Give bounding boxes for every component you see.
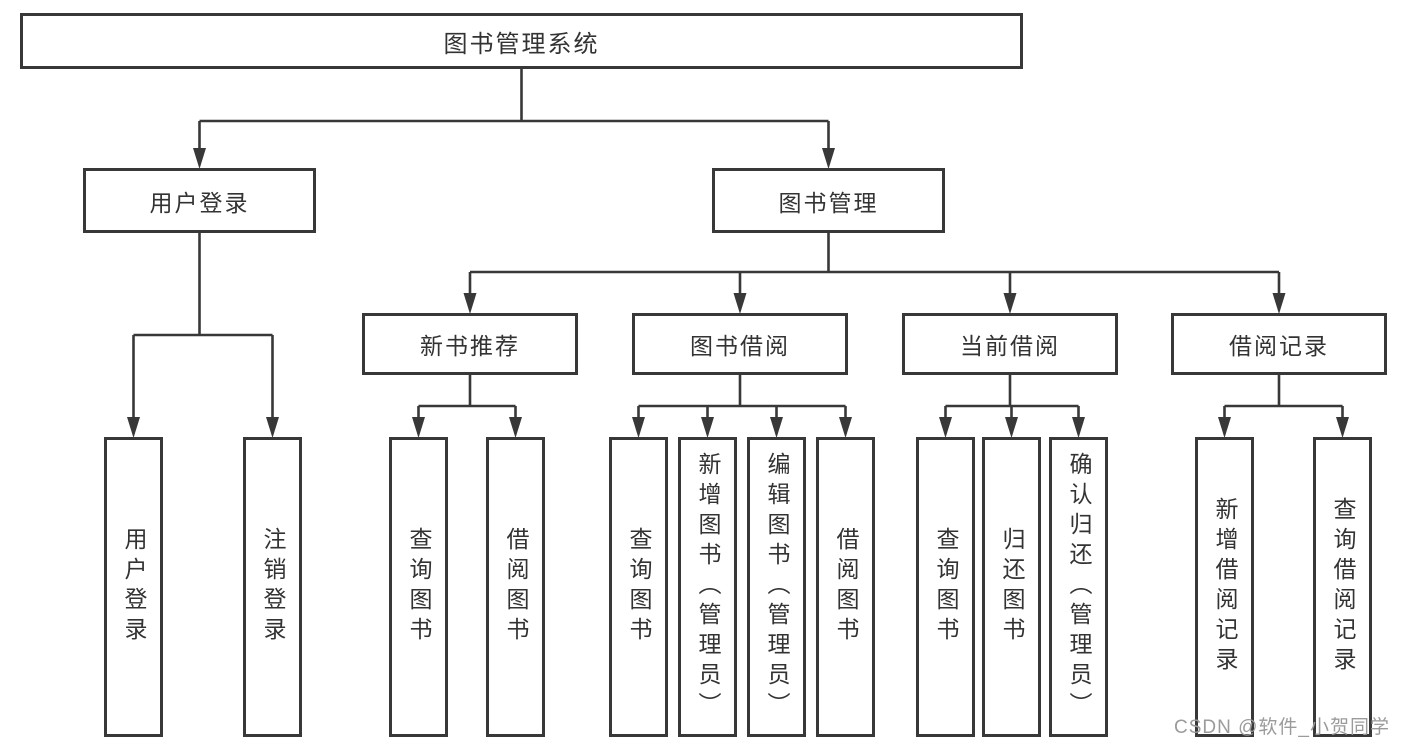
leaf-add-books-admin: 新增图书（管理员） xyxy=(678,437,737,737)
leaf-query-books-current: 查询图书 xyxy=(916,437,975,737)
node-borrow-records: 借阅记录 xyxy=(1171,313,1387,375)
connector-book-borrow-children xyxy=(632,375,852,438)
connector-borrow-records-children xyxy=(1218,375,1349,438)
leaf-label: 查询图书 xyxy=(933,527,959,647)
node-label: 当前借阅 xyxy=(960,333,1060,359)
leaf-label: 查询图书 xyxy=(626,527,652,647)
leaf-logout: 注销登录 xyxy=(243,437,302,737)
leaf-label: 注销登录 xyxy=(260,527,286,647)
leaf-user-login: 用户登录 xyxy=(104,437,163,737)
node-label: 新书推荐 xyxy=(420,333,520,359)
leaf-query-books-recommend: 查询图书 xyxy=(389,437,448,737)
connector-new-book-recommend-children xyxy=(412,375,522,438)
leaf-add-borrow-record: 新增借阅记录 xyxy=(1195,437,1254,737)
leaf-label: 查询借阅记录 xyxy=(1330,497,1356,677)
leaf-label: 归还图书 xyxy=(999,527,1025,647)
node-book-management: 图书管理 xyxy=(712,168,945,233)
node-label: 图书管理 xyxy=(778,189,879,216)
csdn-watermark: CSDN @软件_小贺同学 xyxy=(1174,717,1390,738)
leaf-label: 新增借阅记录 xyxy=(1212,497,1238,677)
leaf-confirm-return-admin: 确认归还（管理员） xyxy=(1049,437,1108,737)
node-label: 用户登录 xyxy=(149,189,250,216)
leaf-label: 确认归还（管理员） xyxy=(1066,452,1092,722)
leaf-query-borrow-record: 查询借阅记录 xyxy=(1313,437,1372,737)
leaf-edit-books-admin: 编辑图书（管理员） xyxy=(747,437,806,737)
connector-root-to-level2 xyxy=(193,69,835,169)
connector-current-borrow-children xyxy=(939,375,1085,438)
node-library-management-system: 图书管理系统 xyxy=(20,13,1023,69)
connector-user-login-children xyxy=(127,233,279,438)
leaf-label: 用户登录 xyxy=(121,527,147,647)
node-label: 图书管理系统 xyxy=(443,30,600,58)
node-current-borrow: 当前借阅 xyxy=(902,313,1118,375)
node-new-book-recommend: 新书推荐 xyxy=(362,313,578,375)
leaf-label: 编辑图书（管理员） xyxy=(764,452,790,722)
leaf-label: 借阅图书 xyxy=(503,527,529,647)
leaf-return-books: 归还图书 xyxy=(982,437,1041,737)
leaf-label: 查询图书 xyxy=(406,527,432,647)
connector-book-management-children xyxy=(463,233,1286,314)
node-user-login: 用户登录 xyxy=(83,168,316,233)
leaf-label: 借阅图书 xyxy=(833,527,859,647)
node-label: 图书借阅 xyxy=(690,333,790,359)
leaf-query-books-borrow: 查询图书 xyxy=(609,437,668,737)
leaf-borrow-books-recommend: 借阅图书 xyxy=(486,437,545,737)
leaf-label: 新增图书（管理员） xyxy=(695,452,721,722)
node-book-borrow: 图书借阅 xyxy=(632,313,848,375)
leaf-borrow-books: 借阅图书 xyxy=(816,437,875,737)
node-label: 借阅记录 xyxy=(1229,333,1329,359)
